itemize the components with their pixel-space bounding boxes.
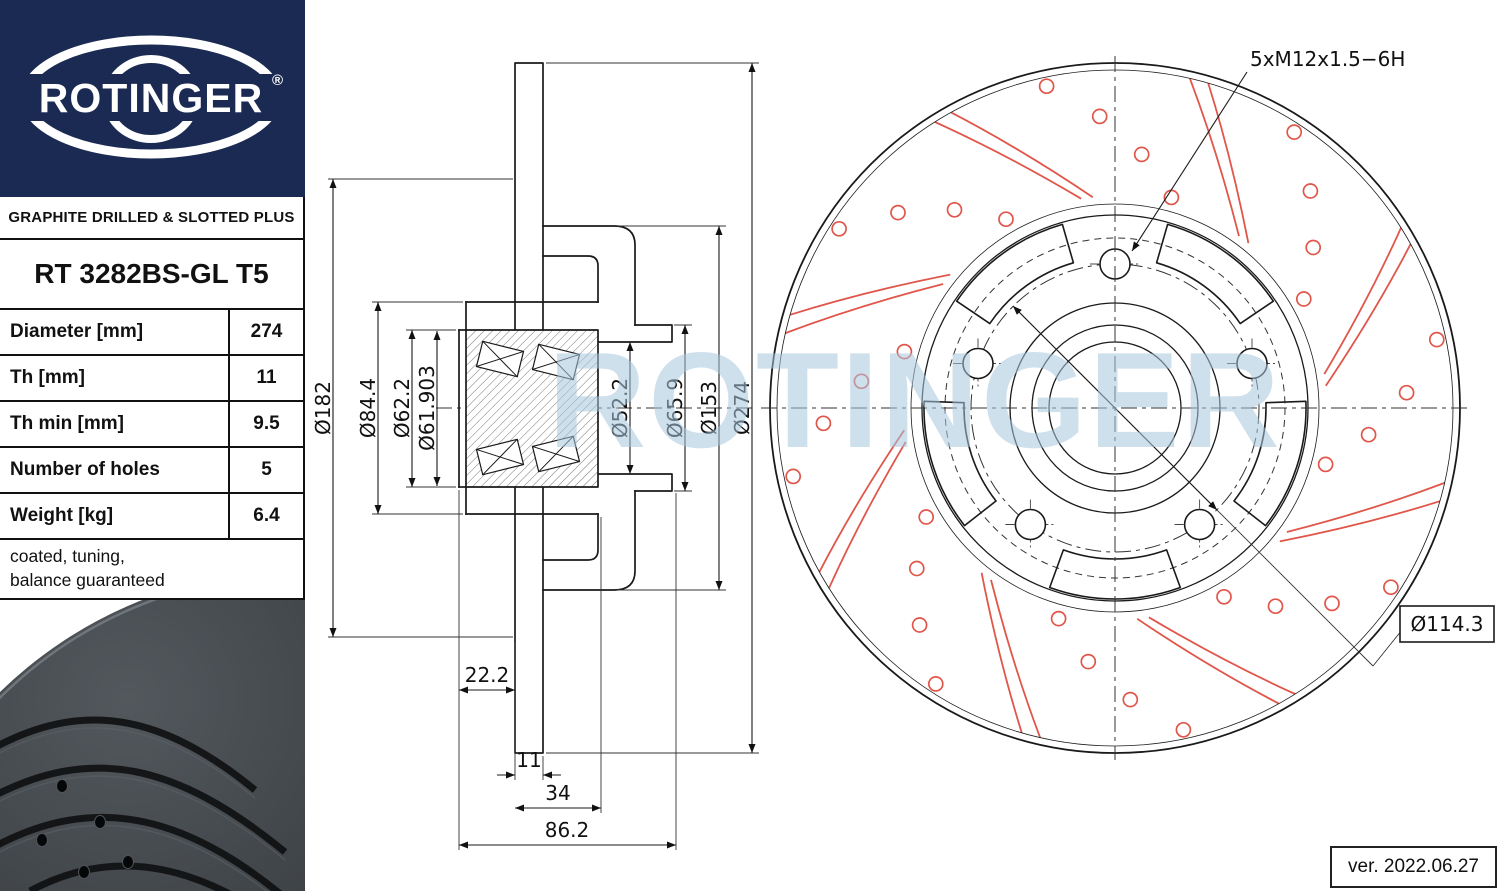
bearing-roller <box>531 435 581 473</box>
product-line-subtitle: GRAPHITE DRILLED & SLOTTED PLUS <box>0 197 305 240</box>
part-number: RT 3282BS-GL T5 <box>0 240 305 310</box>
product-photo <box>0 600 305 891</box>
dim-label-d153: Ø153 <box>697 381 721 435</box>
spec-value: 11 <box>256 367 277 388</box>
bearing-roller <box>475 438 525 476</box>
product-note: coated, tuning, balance guaranteed <box>0 540 305 600</box>
spec-panel: ROTINGER ® GRAPHITE DRILLED & SLOTTED PL… <box>0 0 305 891</box>
disc-photo-drill-holes <box>36 779 134 879</box>
cross-section-view: Ø182 Ø84.4 Ø62.2 Ø61.903 Ø52.2 Ø65.9 Ø15… <box>311 62 759 850</box>
spec-value: 9.5 <box>253 413 280 434</box>
bcd-leader <box>1372 629 1403 667</box>
front-view: Ø114.3 5xM12x1.5−6H <box>761 47 1495 760</box>
version-label: ver. 2022.06.27 <box>1330 846 1497 888</box>
dim-label-d274: Ø274 <box>730 381 754 435</box>
spec-row-holes: Number of holes 5 <box>0 448 305 494</box>
brand-logo: ROTINGER ® <box>0 0 305 197</box>
spec-label: Th [mm] <box>0 356 230 400</box>
dim-label-d52-2: Ø52.2 <box>608 378 632 438</box>
bearing-roller <box>531 343 581 381</box>
extension-lines <box>328 62 759 850</box>
spec-row-thickness-min: Th min [mm] 9.5 <box>0 402 305 448</box>
dim-label-d84-4: Ø84.4 <box>356 378 380 438</box>
disc-photo-slot-highlights <box>0 727 286 891</box>
bcd-dimension-line <box>1012 305 1218 511</box>
drilled-holes-pattern <box>785 78 1445 738</box>
logo-text: ROTINGER <box>39 75 263 121</box>
bolt-holes <box>953 239 1277 550</box>
spec-value: 6.4 <box>253 505 280 526</box>
specs-table: Diameter [mm] 274 Th [mm] 11 Th min [mm]… <box>0 310 305 540</box>
thread-label: 5xM12x1.5−6H <box>1250 47 1405 71</box>
flange-openings <box>923 223 1307 600</box>
logo-registered-mark: ® <box>272 72 283 89</box>
spec-value: 5 <box>261 459 272 480</box>
spec-label: Number of holes <box>0 448 230 492</box>
note-line-2: balance guaranteed <box>10 569 165 590</box>
spec-value: 274 <box>250 321 283 342</box>
bcd-label: Ø114.3 <box>1411 612 1484 636</box>
spec-label: Diameter [mm] <box>0 310 230 354</box>
bearing-roller <box>475 340 525 378</box>
disc-photo-slots <box>0 716 288 891</box>
dim-label-22-2: 22.2 <box>465 663 510 687</box>
dim-label-d182: Ø182 <box>311 381 335 435</box>
spec-label: Th min [mm] <box>0 402 230 446</box>
dim-label-11: 11 <box>516 748 541 772</box>
disc-section-outline <box>458 62 673 754</box>
bcd-label-box <box>1399 605 1495 643</box>
slot-pattern <box>785 78 1445 738</box>
dim-label-d62-2: Ø62.2 <box>390 378 414 438</box>
spec-row-weight: Weight [kg] 6.4 <box>0 494 305 540</box>
spec-row-thickness: Th [mm] 11 <box>0 356 305 402</box>
dimension-lines <box>329 63 756 849</box>
dim-label-d61-903: Ø61.903 <box>415 365 439 451</box>
dim-label-d65-9: Ø65.9 <box>663 378 687 438</box>
spec-label: Weight [kg] <box>0 494 230 538</box>
dim-label-86-2: 86.2 <box>545 818 590 842</box>
spec-row-diameter: Diameter [mm] 274 <box>0 310 305 356</box>
thread-leader <box>1131 71 1248 252</box>
note-line-1: coated, tuning, <box>10 546 125 566</box>
dim-label-34: 34 <box>545 781 570 805</box>
